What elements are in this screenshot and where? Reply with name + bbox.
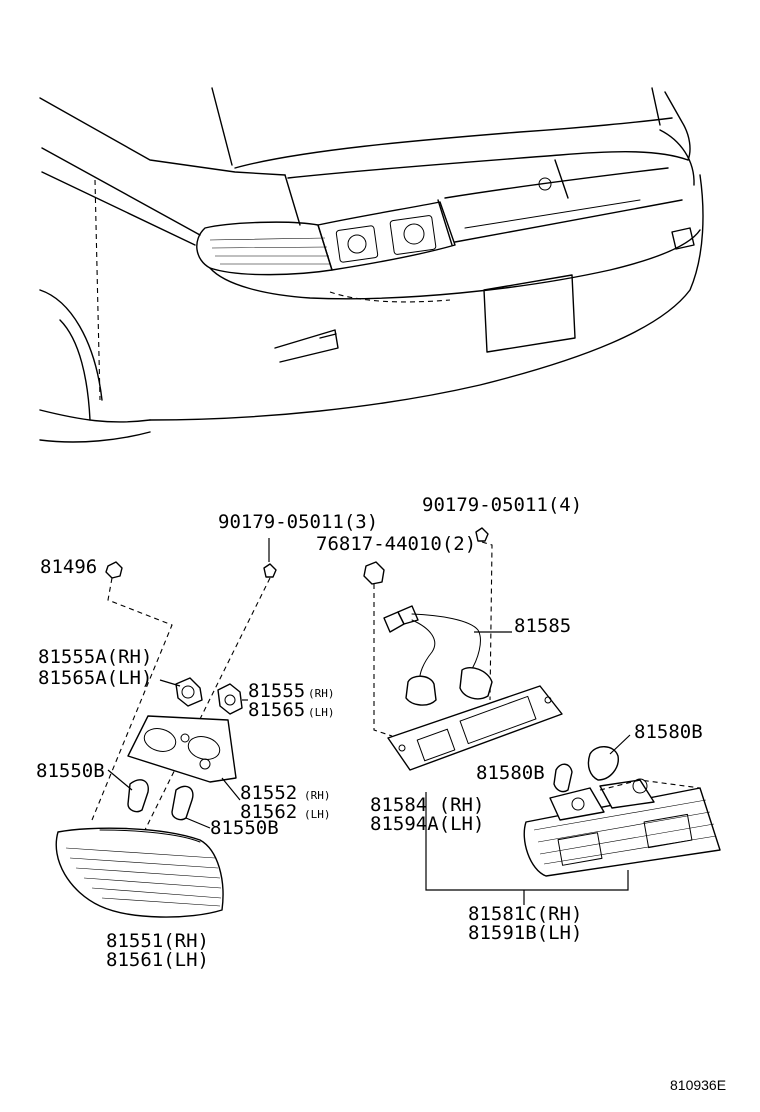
bulb-81580b-mid-icon [553, 763, 573, 793]
label-clip-90179-4: 90179-05011(4) [422, 494, 582, 516]
socket-81555-icon [217, 683, 243, 715]
label-socket-81585: 81585 [514, 615, 571, 637]
label-lamp-81581c: 81581C(RH) [468, 903, 582, 925]
label-gasket-81552: 81552 [240, 782, 297, 804]
label-lamp-81561: 81561(LH) [106, 949, 209, 971]
label-clip-81496: 81496 [40, 556, 97, 578]
label-bulb-81550b-left: 81550B [36, 760, 105, 782]
label-socket-81555: 81555 [248, 680, 305, 702]
left-lamp-assembly [55, 538, 277, 918]
nut-76817-icon [363, 561, 385, 585]
label-lamp-81551: 81551(RH) [106, 930, 209, 952]
gasket-81552-icon [127, 715, 237, 783]
label-nut-76817: 76817-44010(2) [316, 533, 476, 555]
lamp-81551-icon [55, 827, 224, 918]
part-labels: 90179-05011(3) 90179-05011(4) 76817-4401… [36, 494, 703, 971]
label-lamp-81591b: 81591B(LH) [468, 922, 582, 944]
label-socket-81555-side: (RH) [308, 687, 335, 700]
label-gasket-81552-side: (RH) [304, 789, 331, 802]
bulb-81550b-left-icon [127, 779, 149, 813]
vehicle-rear-body [39, 87, 704, 443]
label-clip-90179-3: 90179-05011(3) [218, 511, 378, 533]
label-gasket-81584: 81584 (RH) [370, 794, 484, 816]
socket-wiring-81585-icon [383, 605, 493, 706]
label-bulb-81580b-top: 81580B [634, 721, 703, 743]
clip-90179-3-icon [263, 563, 277, 578]
label-bulb-81580b-mid: 81580B [476, 762, 545, 784]
bulb-81580b-top-icon [587, 746, 619, 781]
label-socket-81565: 81565 [248, 699, 305, 721]
gasket-81584-icon [387, 685, 563, 771]
diagram-reference-code: 810936E [670, 1077, 726, 1093]
clip-81496-icon [105, 561, 123, 579]
label-gasket-81562-side: (LH) [304, 808, 331, 821]
label-bulb-81555a: 81555A(RH) [38, 646, 152, 668]
bulb-81550b-bottom-icon [171, 785, 194, 821]
label-socket-81565-side: (LH) [308, 706, 335, 719]
lamp-81581c-icon [523, 778, 721, 877]
clip-90179-4-icon [475, 527, 489, 542]
bulb-81555a-icon [175, 677, 203, 707]
label-bulb-81565a: 81565A(LH) [38, 667, 152, 689]
label-bulb-81550b-bottom: 81550B [210, 817, 279, 839]
label-gasket-81594a: 81594A(LH) [370, 813, 484, 835]
label-gasket-81562: 81562 [240, 801, 297, 823]
right-lamp-assembly [363, 527, 721, 905]
